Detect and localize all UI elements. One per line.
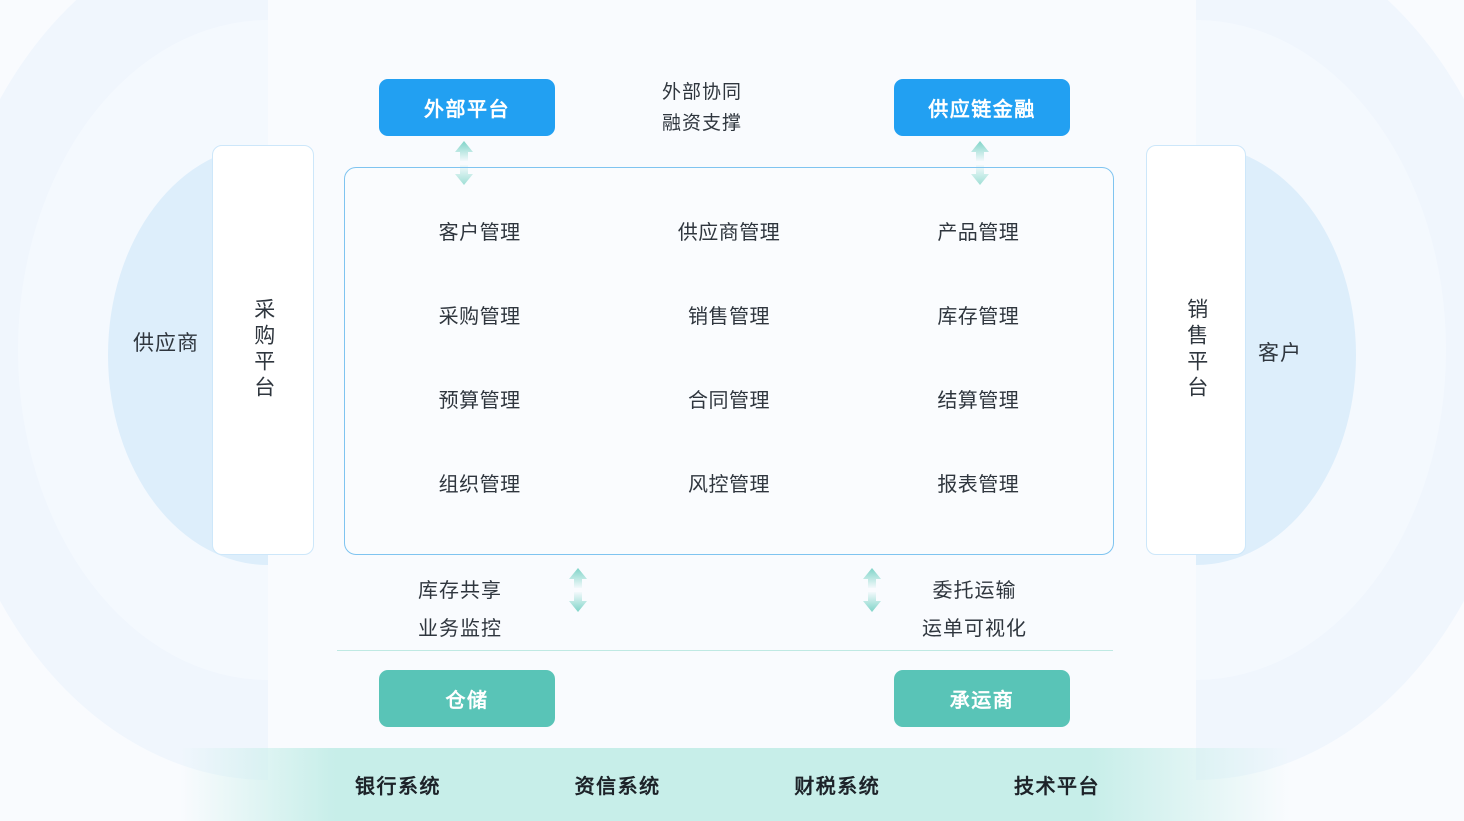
carrier-capability-list: 委托运输 运单可视化 bbox=[922, 572, 1027, 648]
support-systems-band: 银行系统 资信系统 财税系统 技术平台 bbox=[180, 748, 1290, 821]
double-arrow-icon-supply-chain-finance bbox=[971, 141, 989, 185]
external-collaboration-note-line2: 融资支撑 bbox=[661, 112, 742, 134]
support-system-item[interactable]: 银行系统 bbox=[355, 776, 441, 798]
sales-platform-label: 销售平台 bbox=[1184, 298, 1208, 402]
module-item[interactable]: 供应商管理 bbox=[677, 221, 781, 244]
support-system-item[interactable]: 资信系统 bbox=[574, 776, 661, 798]
external-platform-label: 外部平台 bbox=[424, 99, 510, 121]
double-arrow-icon-warehouse bbox=[569, 568, 587, 612]
purchase-platform-label: 采购平台 bbox=[251, 298, 275, 402]
external-collaboration-note-line1: 外部协同 bbox=[661, 82, 742, 103]
supply-chain-finance-button[interactable]: 供应链金融 bbox=[894, 79, 1070, 136]
supplier-actor-label: 供应商 bbox=[133, 332, 199, 355]
carrier-label: 承运商 bbox=[949, 690, 1015, 712]
warehouse-button[interactable]: 仓储 bbox=[379, 670, 555, 727]
purchase-platform-card[interactable]: 采购平台 bbox=[212, 145, 314, 555]
module-item[interactable]: 报表管理 bbox=[937, 473, 1020, 496]
support-system-item[interactable]: 技术平台 bbox=[1013, 776, 1100, 798]
double-arrow-icon-external-platform bbox=[455, 141, 473, 185]
sales-platform-card[interactable]: 销售平台 bbox=[1146, 145, 1246, 555]
warehouse-capability-item: 库存共享 bbox=[418, 580, 502, 602]
module-item[interactable]: 合同管理 bbox=[687, 389, 770, 412]
carrier-capability-item: 委托运输 bbox=[932, 580, 1017, 602]
module-item[interactable]: 预算管理 bbox=[438, 389, 521, 412]
module-item[interactable]: 客户管理 bbox=[438, 221, 521, 244]
logistics-divider bbox=[337, 650, 1113, 651]
warehouse-label: 仓储 bbox=[445, 690, 489, 712]
warehouse-capability-item: 业务监控 bbox=[418, 618, 502, 640]
support-systems-list: 银行系统 资信系统 财税系统 技术平台 bbox=[180, 770, 1290, 799]
double-arrow-icon-carrier bbox=[863, 568, 881, 612]
external-collaboration-note: 外部协同 融资支撑 bbox=[622, 78, 782, 140]
support-system-item[interactable]: 财税系统 bbox=[794, 776, 881, 798]
module-item[interactable]: 结算管理 bbox=[937, 389, 1020, 412]
supply-chain-finance-label: 供应链金融 bbox=[928, 99, 1036, 121]
carrier-button[interactable]: 承运商 bbox=[894, 670, 1070, 727]
module-item[interactable]: 组织管理 bbox=[438, 473, 521, 496]
warehouse-capability-list: 库存共享 业务监控 bbox=[418, 572, 502, 648]
module-item[interactable]: 风控管理 bbox=[687, 473, 770, 496]
carrier-capability-item: 运单可视化 bbox=[922, 618, 1027, 640]
module-item[interactable]: 采购管理 bbox=[438, 305, 521, 328]
external-platform-button[interactable]: 外部平台 bbox=[379, 79, 555, 136]
module-item[interactable]: 产品管理 bbox=[937, 221, 1020, 244]
core-module-container: 客户管理 供应商管理 产品管理 采购管理 销售管理 库存管理 预算管理 合同管理… bbox=[344, 167, 1114, 555]
module-item[interactable]: 库存管理 bbox=[937, 305, 1020, 328]
customer-actor-label: 客户 bbox=[1258, 342, 1302, 365]
module-item[interactable]: 销售管理 bbox=[687, 305, 770, 328]
module-grid: 客户管理 供应商管理 产品管理 采购管理 销售管理 库存管理 预算管理 合同管理… bbox=[345, 168, 1113, 554]
